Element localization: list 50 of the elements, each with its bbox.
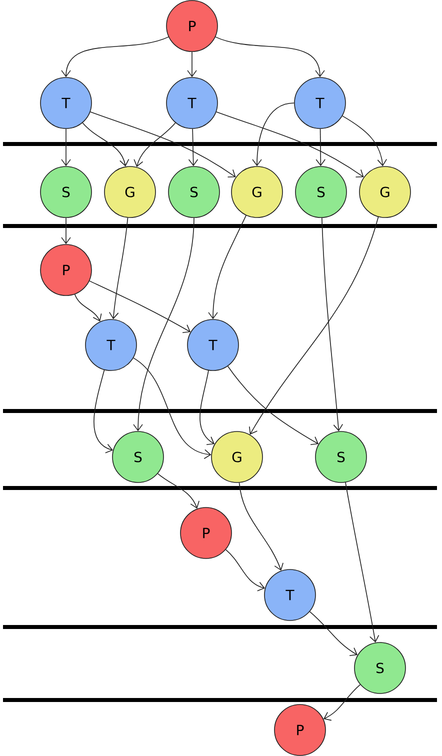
circle-node: G bbox=[211, 431, 263, 483]
arrow bbox=[323, 684, 361, 721]
arrow bbox=[133, 358, 212, 460]
arrow bbox=[252, 102, 294, 166]
arrow bbox=[309, 611, 358, 656]
circle-node: S bbox=[354, 642, 406, 694]
arrow bbox=[238, 482, 284, 571]
circle-node: P bbox=[180, 507, 232, 559]
circle-node: P bbox=[166, 0, 218, 52]
arrow bbox=[216, 111, 364, 178]
arrow bbox=[61, 218, 71, 244]
arrow bbox=[188, 128, 198, 166]
circle-node: G bbox=[104, 166, 156, 218]
circle-node: G bbox=[231, 166, 283, 218]
arrow bbox=[74, 294, 102, 322]
circle-node: T bbox=[264, 569, 316, 621]
arrow bbox=[316, 128, 326, 166]
arrow bbox=[61, 128, 71, 166]
arrow bbox=[215, 36, 325, 78]
circle-node: S bbox=[168, 166, 220, 218]
arrow bbox=[89, 280, 191, 334]
arrow bbox=[133, 218, 194, 432]
arrow bbox=[187, 52, 197, 78]
circle-node: T bbox=[294, 77, 346, 129]
arrow bbox=[94, 370, 113, 454]
circle-node: T bbox=[187, 319, 239, 371]
arrow bbox=[90, 111, 236, 178]
arrow bbox=[108, 217, 128, 320]
arrow bbox=[345, 482, 380, 642]
circle-node: S bbox=[295, 166, 347, 218]
arrow bbox=[200, 370, 215, 445]
arrow bbox=[227, 366, 319, 445]
arrow bbox=[61, 36, 169, 78]
circle-node: S bbox=[315, 431, 367, 483]
circle-node: P bbox=[40, 244, 92, 296]
circle-node: P bbox=[274, 704, 326, 756]
arrow bbox=[248, 216, 379, 435]
arrow bbox=[82, 122, 130, 166]
arrow bbox=[342, 116, 388, 166]
circle-node: T bbox=[166, 77, 218, 129]
circle-node: T bbox=[40, 77, 92, 129]
arrow bbox=[225, 549, 265, 592]
arrow bbox=[134, 122, 176, 167]
arrow bbox=[322, 217, 344, 432]
circle-node: S bbox=[112, 431, 164, 483]
arrow bbox=[157, 473, 200, 509]
circle-node: T bbox=[85, 319, 137, 371]
arrow bbox=[208, 215, 246, 320]
circle-node: G bbox=[359, 166, 411, 218]
circle-node: S bbox=[40, 166, 92, 218]
